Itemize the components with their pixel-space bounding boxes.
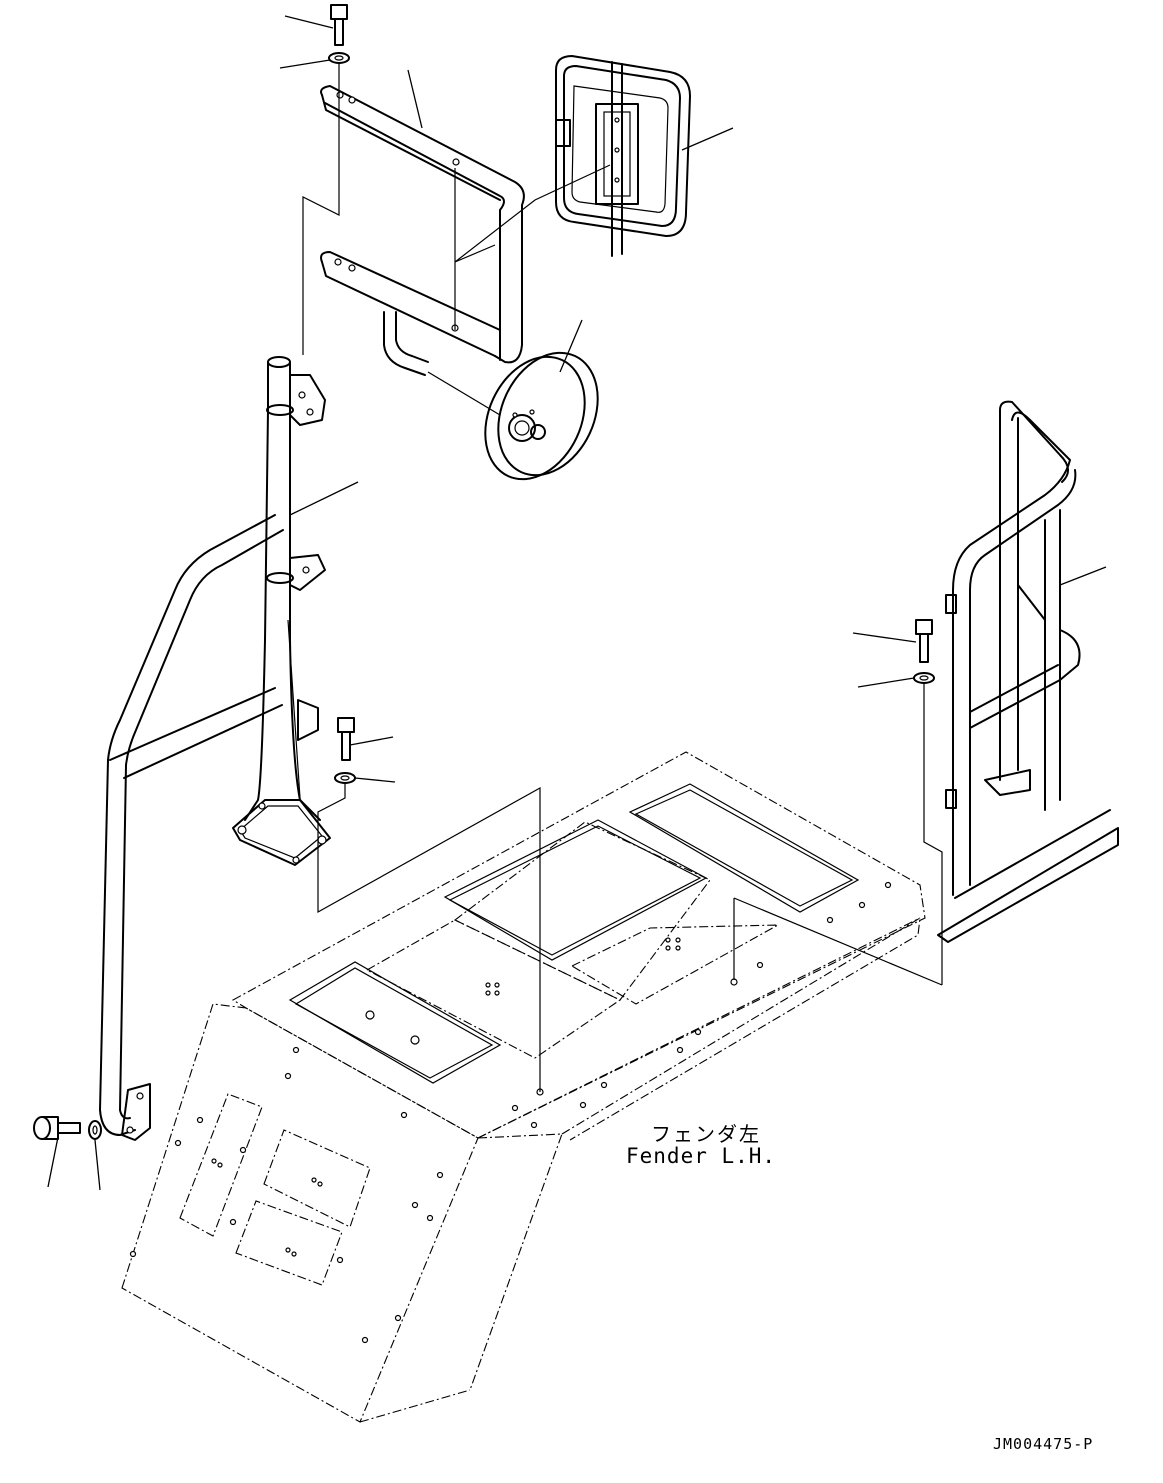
mounting-holes — [129, 881, 892, 1344]
bolt-middle — [334, 717, 356, 784]
fender-lh — [121, 751, 926, 1423]
mirror-stay-post — [232, 356, 331, 866]
drawing-number: JM004475-P — [993, 1435, 1094, 1453]
bolt-bottom-left — [33, 1116, 102, 1140]
fender-label-english: Fender L.H. — [626, 1144, 777, 1168]
left-handrail — [99, 514, 284, 1141]
bolt-right — [913, 619, 935, 684]
bolt-top — [328, 4, 350, 64]
right-handrail — [937, 400, 1119, 943]
rectangular-mirror — [555, 55, 691, 257]
fender-label-japanese: フェンダ左 — [651, 1122, 761, 1146]
round-mirror — [484, 351, 599, 481]
mirror-bracket — [320, 85, 525, 376]
leader-lines — [47, 15, 1107, 1191]
